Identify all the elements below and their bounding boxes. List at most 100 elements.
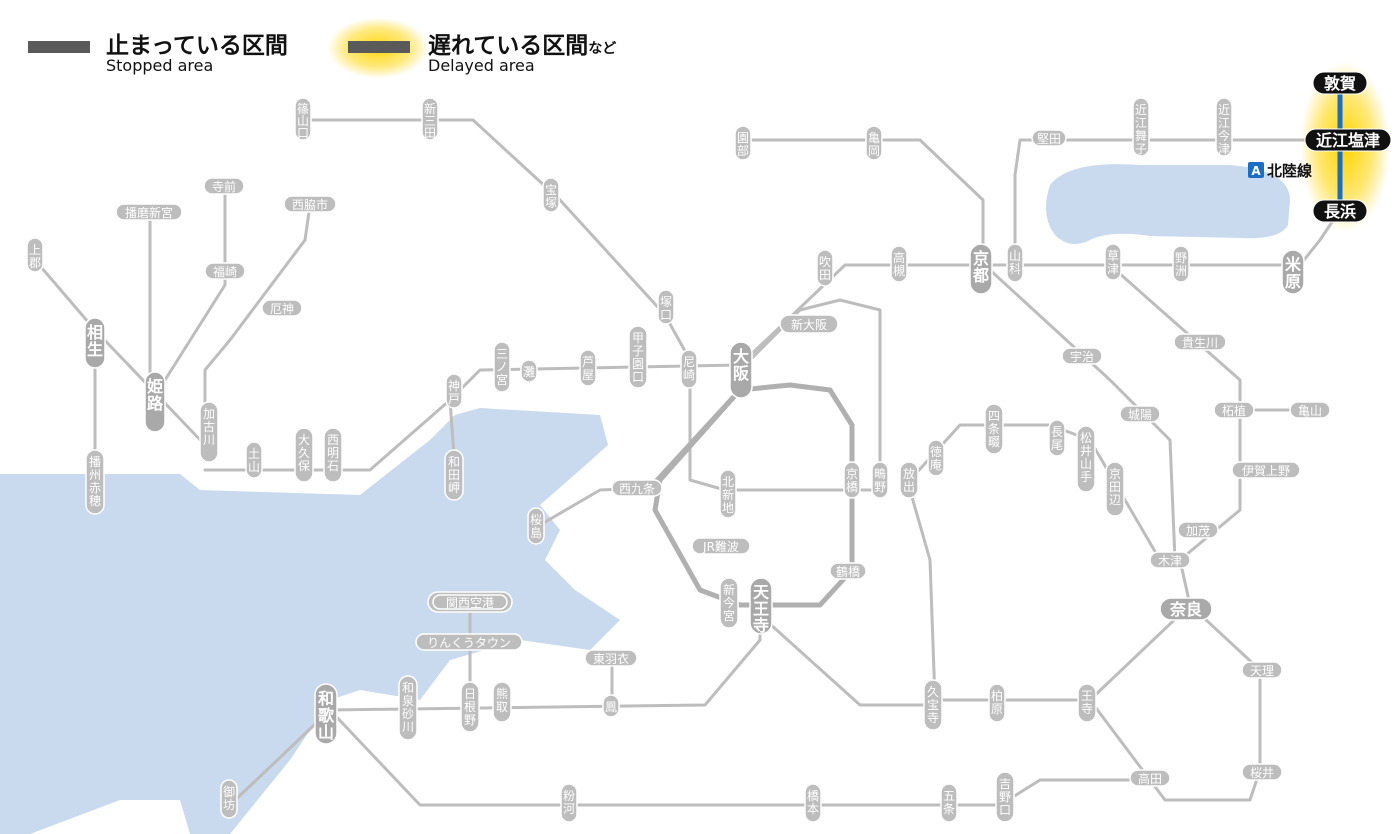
station-label: 久宝寺 [927,685,939,725]
station-wakayama[interactable]: 和歌山 [314,683,338,745]
station-label: 和田岬 [448,455,460,495]
delayed-swatch [348,41,410,53]
station-label: 御坊 [223,784,235,812]
station-ashiya[interactable]: 芦屋 [579,349,597,387]
station-kokawa[interactable]: 粉河 [560,783,578,823]
station-kusatsu[interactable]: 草津 [1104,243,1122,281]
line-name: 北陸線 [1267,162,1312,180]
station-takada[interactable]: 高田 [1129,769,1171,787]
delayed-label-en: Delayed area [428,56,535,75]
station-sakurai[interactable]: 桜井 [1241,763,1283,781]
station-harimashinmiya[interactable]: 播磨新宮 [115,203,183,221]
station-okubo[interactable]: 大久保 [294,427,314,483]
station-wadamisaki[interactable]: 和田岬 [444,449,464,501]
station-yamashina[interactable]: 山科 [1006,243,1024,283]
station-kyobashi[interactable]: 京橋 [843,461,861,499]
station-kakogawa[interactable]: 加古川 [199,401,219,463]
station-nagahama[interactable]: 長浜 [1312,199,1368,223]
station-himeji[interactable]: 姫路 [144,371,166,433]
station-sonobe[interactable]: 園部 [734,125,752,161]
station-kameyama[interactable]: 亀山 [1289,401,1331,419]
station-igaueno[interactable]: 伊賀上野 [1231,461,1301,479]
station-tsuruga[interactable]: 敦賀 [1312,71,1368,95]
station-nara[interactable]: 奈良 [1159,597,1213,621]
station-yasu[interactable]: 野洲 [1172,245,1190,283]
station-takatsuki[interactable]: 高槻 [890,245,908,283]
station-nishiakashi[interactable]: 西明石 [323,427,343,483]
station-tsukaguchi[interactable]: 塚口 [657,289,675,325]
station-kyotanabe[interactable]: 京田辺 [1105,461,1125,517]
station-koshienguchi[interactable]: 甲子園口 [628,325,648,389]
station-izumisunagawa[interactable]: 和泉砂川 [398,675,418,741]
station-tennoji[interactable]: 天王寺 [749,577,773,635]
stations: 篠山口 新三田 宝塚 塚口 園部 亀岡 堅田 近江舞子 近江今津 寺前 播磨新宮… [26,97,1331,823]
station-kyuhoji[interactable]: 久宝寺 [923,679,943,731]
station-katata[interactable]: 堅田 [1031,129,1067,147]
station-label: 野洲 [1175,251,1187,278]
station-shinsanda[interactable]: 新三田 [421,97,439,141]
station-shinimamiya[interactable]: 新今宮 [719,577,739,629]
station-yoshinoguchi[interactable]: 吉野口 [995,771,1015,823]
station-rinku[interactable]: りんくうタウン [415,633,523,651]
station-osaka[interactable]: 大阪 [729,341,753,399]
station-tsuge[interactable]: 柘植 [1213,401,1255,419]
station-jojo[interactable]: 城陽 [1119,405,1161,423]
station-kitashinchi[interactable]: 北新地 [719,469,737,519]
station-nishikujo[interactable]: 西九条 [611,479,663,497]
station-kamigori[interactable]: 上郡 [26,237,44,273]
station-hashimoto[interactable]: 橋本 [804,783,822,823]
station-tsuchiyama[interactable]: 土山 [245,441,263,479]
station-gojo[interactable]: 五条 [940,783,958,823]
station-nishiwakishi[interactable]: 西脇市 [283,195,337,213]
station-label: 米原 [1285,255,1302,291]
station-tokuan[interactable]: 徳庵 [927,439,945,477]
lake-biwa [1046,164,1290,244]
hokuriku-line-badge[interactable]: A 北陸線 [1248,162,1312,180]
station-kashiwara[interactable]: 柏原 [988,683,1006,723]
station-label: 草津 [1107,249,1119,276]
station-label: 芦屋 [582,355,594,382]
station-obo[interactable]: 御坊 [220,779,238,819]
station-tenri[interactable]: 天理 [1241,661,1283,679]
station-shijonawate[interactable]: 四条畷 [984,403,1004,455]
station-kyoto[interactable]: 京都 [969,243,993,295]
station-omishiotsu[interactable]: 近江塩津 [1304,128,1392,152]
station-label: 西九条 [619,482,655,496]
station-oji[interactable]: 王寺 [1077,683,1097,723]
station-teramae[interactable]: 寺前 [203,177,245,195]
station-label: 京都 [972,249,989,285]
station-kibukawa[interactable]: 貴生川 [1173,333,1227,351]
station-matsuiyamate[interactable]: 松井山手 [1076,425,1096,493]
station-kansaiairport[interactable]: 関西空港 [427,591,513,613]
station-sannomiya[interactable]: 三ノ宮 [493,341,511,393]
station-nada[interactable]: 灘 [520,359,538,383]
station-sasayamaguchi[interactable]: 篠山口 [294,97,312,141]
station-kamo[interactable]: 加茂 [1177,521,1219,539]
station-amagasaki[interactable]: 尼崎 [680,349,698,389]
station-otori[interactable]: 鳳 [602,694,620,718]
station-shigino[interactable]: 鴫野 [871,461,889,499]
station-jrnamba[interactable]: JR難波 [691,537,751,555]
station-sakurajima[interactable]: 桜島 [527,507,545,545]
station-banshuako[interactable]: 播州赤穂 [85,449,105,515]
station-fukusaki[interactable]: 福崎 [204,262,246,280]
station-takarazuka[interactable]: 宝塚 [542,177,560,213]
station-aioi[interactable]: 相生 [84,317,106,369]
station-label: 播州赤穂 [89,455,101,508]
station-shinosaka[interactable]: 新大阪 [779,314,839,334]
station-kumatori[interactable]: 熊取 [492,681,512,723]
station-nagao[interactable]: 長尾 [1048,419,1066,457]
station-kameoka[interactable]: 亀岡 [865,125,883,161]
station-hineno[interactable]: 日根野 [460,681,480,733]
station-uji[interactable]: 宇治 [1061,347,1103,365]
station-kobe[interactable]: 神戸 [445,373,463,409]
station-omimaiko[interactable]: 近江舞子 [1132,97,1150,157]
station-yakujin[interactable]: 厄神 [261,299,303,317]
station-hanaten[interactable]: 放出 [899,461,919,499]
station-suita[interactable]: 吹田 [816,249,834,287]
station-kizu[interactable]: 木津 [1149,551,1191,569]
station-higashihagoromo[interactable]: 東羽衣 [584,649,638,667]
station-tsuruhashi[interactable]: 鶴橋 [829,562,867,580]
station-omiimazu[interactable]: 近江今津 [1215,97,1233,157]
station-maibara[interactable]: 米原 [1281,249,1305,295]
